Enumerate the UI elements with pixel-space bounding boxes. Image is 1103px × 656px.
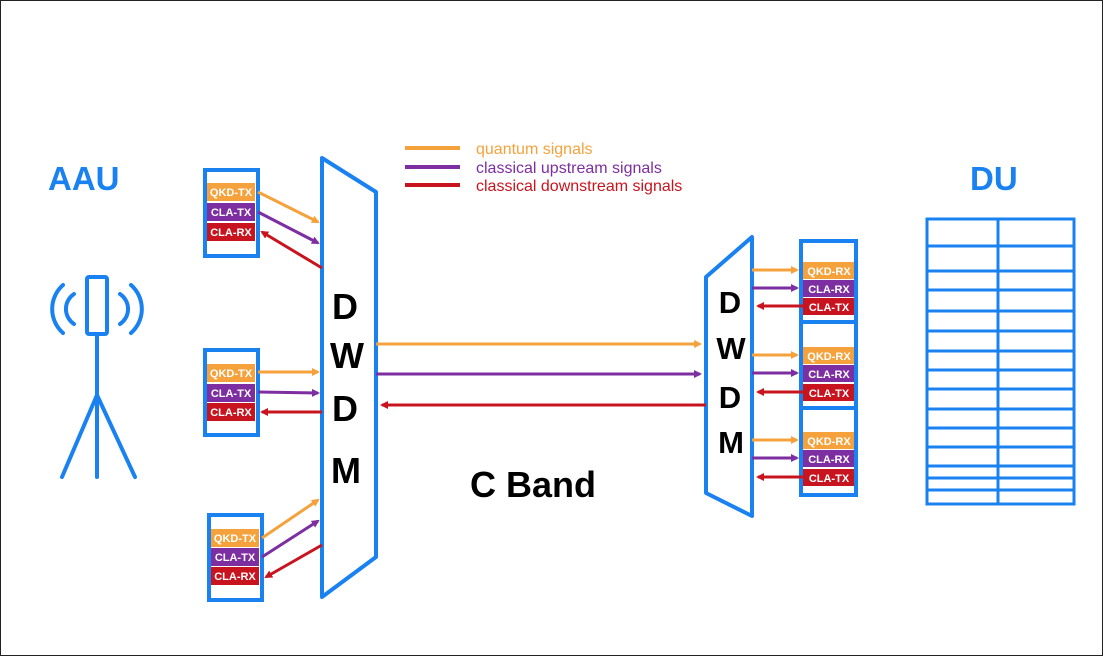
cla-tx-label: CLA-TX [215, 552, 256, 564]
aau-module-1: QKD-TX CLA-TX CLA-RX [203, 168, 260, 258]
dwdm-left-letters: D W D M [330, 286, 364, 491]
dwdm-left-letter: D [332, 388, 358, 429]
upstream-arrow [257, 388, 320, 397]
dwdm-left-letter: M [331, 450, 361, 491]
downstream-arrow [260, 230, 323, 270]
cla-rx-label: CLA-RX [808, 369, 850, 381]
legend-upstream: classical upstream signals [476, 160, 662, 177]
dwdm-right-letter: D [719, 285, 741, 320]
qkd-tx-label: QKD-TX [210, 187, 253, 199]
aau-signal-arrows [257, 190, 323, 579]
cla-rx-label: CLA-RX [210, 407, 252, 419]
dwdm-left-letter: D [332, 286, 358, 327]
cla-tx-label: CLA-TX [211, 388, 252, 400]
du-rack-icon [925, 217, 1076, 506]
qkd-tx-label: QKD-TX [210, 368, 253, 380]
du-module-1: QKD-RX CLA-RX CLA-TX [799, 239, 858, 324]
du-module-3: QKD-RX CLA-RX CLA-TX [799, 406, 858, 497]
legend: quantum signals classical upstream signa… [405, 141, 682, 195]
quantum-arrow [261, 498, 320, 540]
dwdm-right [704, 235, 754, 518]
qkd-rx-label: QKD-RX [807, 266, 851, 278]
du-module-2: QKD-RX CLA-RX CLA-TX [799, 320, 858, 410]
dwdm-right-letters: D W D M [716, 285, 746, 460]
qkd-rx-label: QKD-RX [807, 436, 851, 448]
legend-downstream: classical downstream signals [476, 178, 682, 195]
downstream-arrow [264, 543, 323, 579]
upstream-arrow [261, 519, 320, 559]
band-label: C Band [470, 464, 596, 505]
cla-rx-label: CLA-RX [210, 227, 252, 239]
du-signal-arrows [752, 266, 803, 481]
du-label: DU [970, 160, 1018, 197]
aau-label: AAU [48, 160, 120, 197]
antenna-tower-icon [50, 275, 144, 479]
dwdm-right-letter: D [719, 380, 741, 415]
c-band-links [376, 340, 706, 409]
legend-quantum: quantum signals [476, 141, 593, 158]
qkd-rx-label: QKD-RX [807, 351, 851, 363]
qkd-tx-label: QKD-TX [214, 533, 257, 545]
cla-rx-label: CLA-RX [214, 571, 256, 583]
dwdm-left-letter: W [330, 335, 364, 376]
upstream-arrow [257, 210, 320, 245]
cla-tx-label: CLA-TX [809, 302, 850, 314]
dwdm-left [320, 156, 378, 599]
cla-rx-label: CLA-RX [808, 454, 850, 466]
aau-module-3: QKD-TX CLA-TX CLA-RX [207, 513, 264, 602]
cla-tx-label: CLA-TX [211, 207, 252, 219]
quantum-arrow [257, 190, 320, 224]
cla-tx-label: CLA-TX [809, 388, 850, 400]
dwdm-right-letter: M [718, 425, 744, 460]
cla-tx-label: CLA-TX [809, 473, 850, 485]
cla-rx-label: CLA-RX [808, 284, 850, 296]
aau-module-2: QKD-TX CLA-TX CLA-RX [203, 348, 260, 437]
dwdm-right-letter: W [716, 331, 746, 366]
